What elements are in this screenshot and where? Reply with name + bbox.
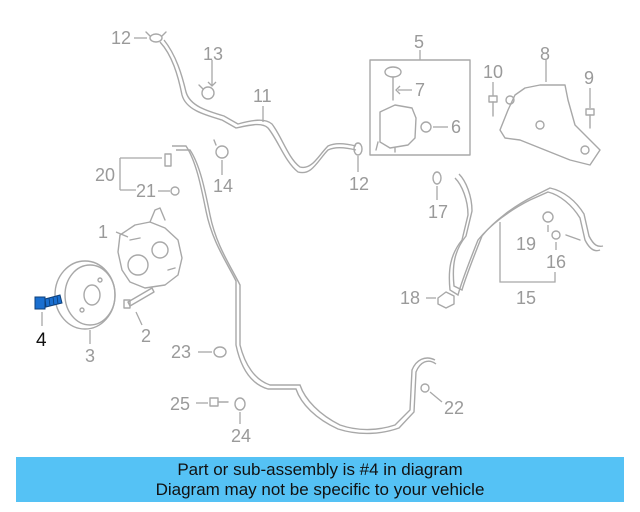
pulley-part-3 <box>54 260 116 330</box>
clamp-part-14 <box>213 139 229 159</box>
washer-part-22 <box>420 383 430 393</box>
callout-6[interactable]: 6 <box>451 117 461 137</box>
pressure-line-b <box>172 145 437 435</box>
callout-3[interactable]: 3 <box>85 346 95 366</box>
callout-7[interactable]: 7 <box>415 80 425 100</box>
callout-17[interactable]: 17 <box>428 202 448 222</box>
bolt-part-10 <box>488 95 498 117</box>
callout-8[interactable]: 8 <box>540 44 550 64</box>
callout-14[interactable]: 14 <box>213 176 233 196</box>
pressure-line <box>176 149 436 431</box>
reservoir-bracket-part-8 <box>499 84 601 166</box>
callout-24[interactable]: 24 <box>231 426 251 446</box>
leader-lines <box>41 37 591 424</box>
callout-23[interactable]: 23 <box>171 342 191 362</box>
exploded-parts-diagram: 12 13 11 5 7 6 8 10 9 20 21 14 12 17 1 1… <box>34 28 604 446</box>
callout-13[interactable]: 13 <box>203 44 223 64</box>
reservoir-body <box>375 104 417 153</box>
hose-clamp-part-13 <box>198 84 215 100</box>
callout-10[interactable]: 10 <box>483 62 503 82</box>
banner-line-disclaimer: Diagram may not be specific to your vehi… <box>155 479 485 499</box>
bolt-part-25 <box>209 397 229 407</box>
callout-2[interactable]: 2 <box>141 326 151 346</box>
callout-4-highlighted[interactable]: 4 <box>36 330 47 351</box>
callout-12-top[interactable]: 12 <box>111 28 131 48</box>
bolt-part-2 <box>123 287 155 309</box>
callout-1[interactable]: 1 <box>98 222 108 242</box>
callout-21[interactable]: 21 <box>136 181 156 201</box>
callout-12-lower[interactable]: 12 <box>349 174 369 194</box>
return-hose-upper <box>159 41 357 174</box>
fitting-part-16 <box>551 230 581 241</box>
clamp-part-17 <box>432 171 442 185</box>
callout-19[interactable]: 19 <box>516 234 536 254</box>
cooler-line <box>448 177 601 297</box>
clamp-part-24 <box>234 397 246 411</box>
return-hose-upper-b <box>163 39 357 169</box>
hose-clamp-part-12-lower <box>353 142 363 156</box>
clamp-part-23 <box>213 346 227 358</box>
reservoir-cap-part-7 <box>384 66 402 101</box>
callout-15[interactable]: 15 <box>516 288 536 308</box>
washer-part-19 <box>542 211 554 223</box>
highlighted-bolt-part-4 <box>34 294 63 310</box>
banner-line-part-number: Part or sub-assembly is #4 in diagram <box>177 459 463 479</box>
power-steering-pump-part-1 <box>117 207 183 289</box>
notice-banner: Part or sub-assembly is #4 in diagram Di… <box>16 457 624 502</box>
bolt-part-9 <box>585 108 595 129</box>
callout-5[interactable]: 5 <box>414 32 424 52</box>
cooler-line-b <box>452 173 604 292</box>
washer-part-21 <box>170 186 180 196</box>
nut-part-18 <box>437 291 455 309</box>
callout-22[interactable]: 22 <box>444 398 464 418</box>
callout-11[interactable]: 11 <box>253 86 272 106</box>
callout-18[interactable]: 18 <box>400 288 420 308</box>
callout-20[interactable]: 20 <box>95 165 115 185</box>
union-bolt-part-20 <box>164 153 172 167</box>
grommet-part-6 <box>420 121 432 133</box>
hose-clamp-part-12 <box>145 31 167 43</box>
callout-25[interactable]: 25 <box>170 394 190 414</box>
callout-16[interactable]: 16 <box>546 252 566 272</box>
callout-9[interactable]: 9 <box>584 68 594 88</box>
